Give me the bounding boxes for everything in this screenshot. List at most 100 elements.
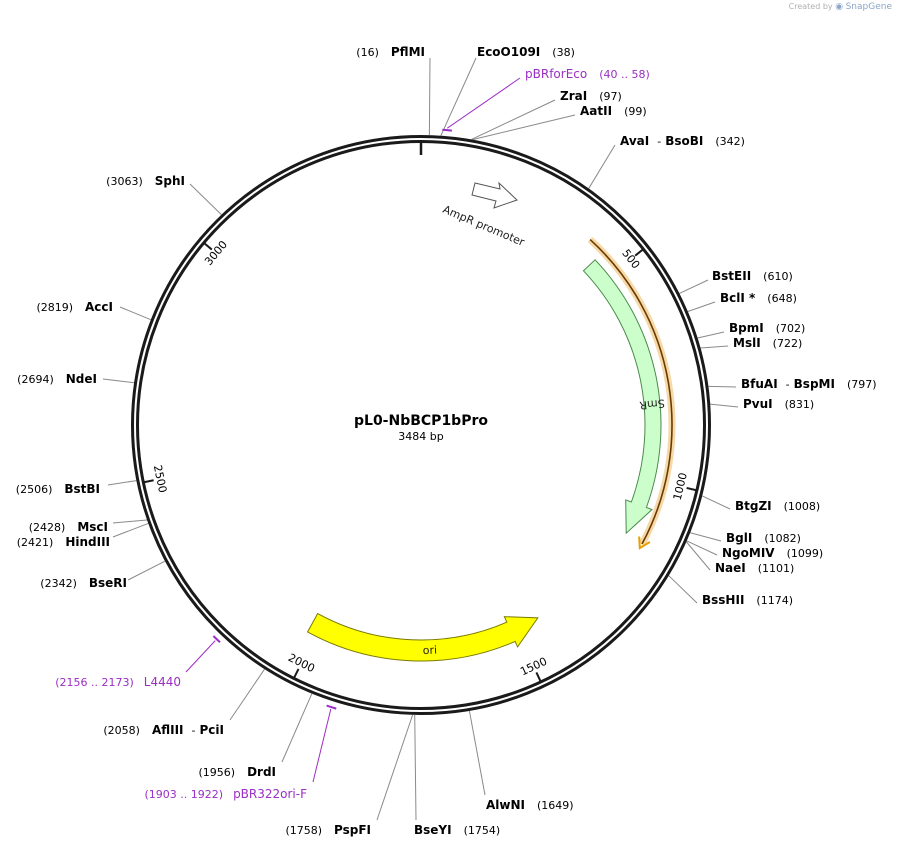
site-leader-bseri [127,560,166,581]
site-leader-ngomiv [686,540,718,556]
site-label-msli[interactable]: MslI(722) [733,336,802,350]
site-label-bseri[interactable]: BseRI (2342) [40,576,127,590]
site-position: (38) [552,46,575,59]
tick-label: 3000 [202,238,230,268]
smr-selection-arrowhead [638,536,651,550]
site-position: (2421) [17,536,54,549]
backbone-outer-ring [131,135,711,715]
site-leader-bstbi [107,480,137,486]
site-label-bsshii[interactable]: BssHII(1174) [702,593,793,607]
site-name: BstBI [64,482,100,496]
site-label-bpmi[interactable]: BpmI(702) [729,321,805,335]
site-position: (1956) [198,766,235,779]
tick-label: 1500 [518,655,549,679]
site-label-pvui[interactable]: PvuI(831) [743,397,814,411]
site-position: (1758) [285,824,322,837]
site-label-bseyi[interactable]: BseYI(1754) [414,823,500,837]
site-position: (97) [599,90,622,103]
site-leader-afliii [229,668,265,721]
site-label-naei[interactable]: NaeI(1101) [715,561,794,575]
site-leader-ecoo109i [440,57,477,136]
site-position: (702) [776,322,806,335]
primer-name: L4440 [144,675,181,689]
site-position: (342) [715,135,745,148]
site-name: BclI * [720,291,756,305]
site-name: EcoO109I [477,45,540,59]
site-position: (99) [624,105,647,118]
site-name-alt: BsoBI [665,134,703,148]
site-label-avai[interactable]: AvaI-BsoBI(342) [620,134,745,148]
plasmid-size: 3484 bp [398,430,443,443]
site-label-msci[interactable]: MscI(2428) [29,520,108,534]
snapgene-watermark: Created by ◉ SnapGene [789,2,892,12]
site-label-aatii[interactable]: AatII(99) [580,104,647,118]
site-leader-msli [700,345,729,349]
primer-label-l4440[interactable]: L4440(2156 .. 2173) [55,675,181,689]
site-position: (722) [773,337,803,350]
site-leader-bpmi [697,331,725,339]
primer-label-pbr322ori-f[interactable]: pBR322ori-F(1903 .. 1922) [145,787,308,801]
site-label-ngomiv[interactable]: NgoMIV(1099) [722,546,823,560]
site-position: (1082) [764,532,801,545]
site-label-zrai[interactable]: ZraI(97) [560,89,622,103]
site-leader-bcli [687,301,716,312]
site-name: HindIII [65,535,110,549]
site-label-ndei[interactable]: NdeI(2694) [17,372,97,386]
site-label-alwni[interactable]: AlwNI(1649) [486,798,574,812]
site-name: BssHII [702,593,744,607]
site-label-bstbi[interactable]: BstBI(2506) [16,482,100,496]
site-label-sphi[interactable]: SphI(3063) [106,174,185,188]
smr-selection-line [589,238,673,545]
tick-mark [535,671,542,682]
feature-ampr-promoter-arrow[interactable] [471,181,518,209]
site-separator: - [657,135,661,148]
feature-ori-arrow[interactable] [306,612,539,662]
site-leader-acci [119,306,151,321]
site-label-drdi[interactable]: DrdI(1956) [198,765,276,779]
tick-label: 2500 [151,464,169,494]
site-separator: - [786,378,790,391]
primer-l4440-mark[interactable] [212,635,221,643]
primer-pbrforeco-mark[interactable] [442,128,453,132]
tick-mark [634,248,644,257]
site-position: (2819) [36,301,73,314]
feature-smr-arrow[interactable] [582,259,662,535]
site-position: (1008) [784,500,821,513]
site-position: (2342) [40,577,77,590]
site-name: BseRI [89,576,127,590]
site-label-pflmi[interactable]: PflMI(16) [356,45,425,59]
site-label-pspfi[interactable]: PspFI(1758) [285,823,371,837]
tick-label: 2000 [286,651,317,675]
primer-label-pbrforeco[interactable]: pBRforEco(40 .. 58) [525,67,650,81]
site-name: NgoMIV [722,546,775,560]
site-label-bfuai[interactable]: BfuAI-BspMI(797) [741,377,877,391]
site-label-hindiii[interactable]: HindIII (2421) [17,535,110,549]
tick-mark [203,242,213,251]
site-label-bsteii[interactable]: BstEII(610) [712,269,793,283]
site-label-afliii[interactable]: PciI-AflIII(2058) [103,723,224,737]
site-position: (1649) [537,799,574,812]
site-position: (3063) [106,175,143,188]
site-name-alt: BspMI [794,377,835,391]
site-leader-bgli [690,532,722,542]
site-separator: - [192,724,196,737]
site-label-bcli[interactable]: BclI *(648) [720,291,797,305]
primer-pbr322ori-f-mark[interactable] [326,704,337,710]
primer-leader-pbrforeco [447,77,521,129]
site-name: AflIII [152,723,184,737]
site-label-btgzi[interactable]: BtgZI(1008) [735,499,820,513]
site-leader-pvui [710,403,739,408]
site-position: (797) [847,378,877,391]
site-labels-layer: PflMI(16)EcoO109I(38)ZraI(97)AatII(99)Av… [16,45,877,837]
site-label-acci[interactable]: AccI (2819) [36,300,113,314]
plasmid-center-label: pL0-NbBCP1bPro 3484 bp [354,413,488,443]
primer-range: (1903 .. 1922) [145,788,224,801]
site-label-ecoo109i[interactable]: EcoO109I (38) [477,45,575,59]
site-leader-bsshii [668,575,698,604]
watermark-brand: SnapGene [845,2,892,12]
site-name-alt: PciI [200,723,225,737]
site-name: AccI [85,300,113,314]
site-label-bgli[interactable]: BglI(1082) [726,531,801,545]
site-leader-ndei [102,378,135,384]
